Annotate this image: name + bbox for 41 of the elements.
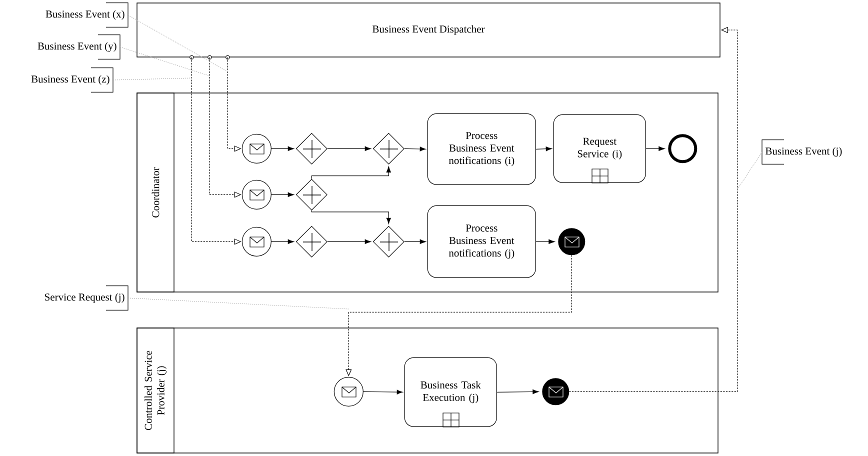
parallel-gateway xyxy=(372,132,404,164)
end-event xyxy=(668,134,698,164)
parallel-gateway xyxy=(296,226,328,258)
sequence-flow xyxy=(311,166,391,180)
parallel-gateway xyxy=(372,226,404,258)
leader-line xyxy=(736,152,762,190)
text-annotation: Business Event (z) xyxy=(31,68,114,92)
sequence-flow xyxy=(271,239,294,244)
sequence-flow xyxy=(646,146,665,151)
text-annotation: Business Event (x) xyxy=(46,2,128,28)
sequence-flow xyxy=(404,146,426,152)
sequence-flow xyxy=(327,146,371,151)
text-annotation: Service Request (j) xyxy=(45,286,128,310)
sequence-flow xyxy=(536,239,555,244)
sequence-flow xyxy=(271,192,294,197)
leader-line xyxy=(112,78,192,80)
subprocess-box: Business Task Execution (j) xyxy=(404,357,497,428)
sequence-flow xyxy=(496,389,539,394)
sequence-flow xyxy=(311,210,391,224)
message-start-event xyxy=(242,180,272,210)
text-annotation: Business Event (y) xyxy=(38,34,120,60)
task-box: Process Business Event notifications (j) xyxy=(427,205,536,278)
sequence-flow xyxy=(271,146,294,151)
sequence-flow xyxy=(404,239,426,244)
message-start-event xyxy=(242,226,272,256)
task-box: Process Business Event notifications (i) xyxy=(427,113,536,185)
message-start-event xyxy=(242,134,272,164)
parallel-gateway xyxy=(296,178,328,210)
message-end-event xyxy=(542,378,570,406)
text-annotation: Business Event (j) xyxy=(762,140,842,164)
leader-line xyxy=(128,298,350,310)
subprocess-box: Request Service (i) xyxy=(553,114,646,184)
sequence-flow xyxy=(536,146,552,152)
message-end-event xyxy=(558,228,586,256)
leader-line xyxy=(120,46,210,76)
message-start-event xyxy=(334,376,364,406)
sequence-flow xyxy=(327,239,371,244)
leader-line xyxy=(128,14,228,72)
sequence-flow xyxy=(363,390,403,394)
parallel-gateway xyxy=(296,132,328,164)
pool-box: Business Event Dispatcher xyxy=(136,2,720,60)
